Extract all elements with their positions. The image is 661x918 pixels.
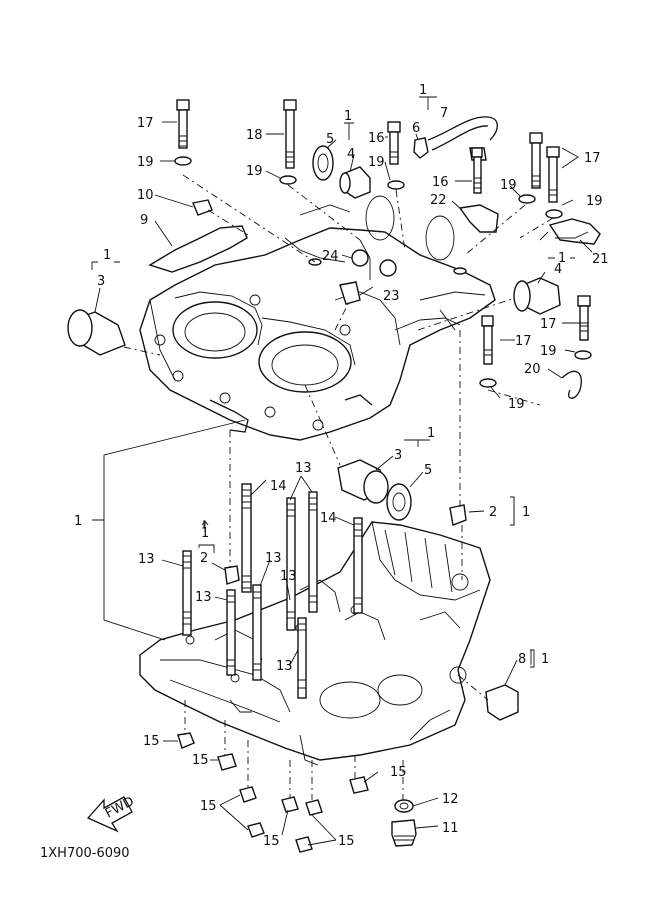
callout-17: 17	[540, 317, 557, 332]
callout-19: 19	[508, 397, 525, 412]
callout-23: 23	[383, 289, 400, 304]
callout-2: 2	[489, 505, 497, 520]
callout-20: 20	[524, 362, 541, 377]
callout-15: 15	[200, 799, 217, 814]
callout-13: 13	[276, 659, 293, 674]
callout-10: 10	[137, 188, 154, 203]
callout-1: 1	[419, 83, 427, 98]
callout-5: 5	[326, 132, 334, 147]
callout-13: 13	[195, 590, 212, 605]
assembly-lines	[123, 174, 554, 800]
callout-6: 6	[412, 121, 420, 136]
callout-19: 19	[586, 194, 603, 209]
callout-5: 5	[424, 463, 432, 478]
fwd-arrow-icon: FWD	[86, 794, 137, 833]
middle-parts	[224, 459, 519, 721]
callout-14: 14	[320, 511, 337, 526]
callout-9: 9	[140, 213, 148, 228]
callout-15: 15	[143, 734, 160, 749]
callout-1: 1	[74, 514, 82, 529]
diagram-code: 1XH700-6090	[40, 846, 130, 861]
bottom-hardware	[177, 732, 417, 853]
callout-15: 15	[390, 765, 407, 780]
callout-2: 2	[200, 551, 208, 566]
callout-21: 21	[592, 252, 609, 267]
leader-lines	[91, 96, 593, 846]
callout-1: 1	[201, 526, 209, 541]
callout-13: 13	[295, 461, 312, 476]
callout-19: 19	[246, 164, 263, 179]
callout-1: 1	[522, 505, 530, 520]
callout-18: 18	[246, 128, 263, 143]
callout-22: 22	[430, 193, 447, 208]
callout-labels: 17 19 18 19 10 9 1 5 4 16 19 1 7 6 16 22…	[40, 83, 609, 861]
callout-13: 13	[280, 569, 297, 584]
callout-1: 1	[541, 652, 549, 667]
up-arrow-icon	[201, 520, 209, 532]
callout-3: 3	[394, 448, 402, 463]
callout-12: 12	[442, 792, 459, 807]
callout-19: 19	[137, 155, 154, 170]
callout-17: 17	[137, 116, 154, 131]
callout-19: 19	[368, 155, 385, 170]
callout-16: 16	[432, 175, 449, 190]
callout-15: 15	[192, 753, 209, 768]
callout-1: 1	[558, 251, 566, 266]
callout-19: 19	[500, 178, 517, 193]
lower-crankcase	[139, 521, 491, 766]
callout-13: 13	[265, 551, 282, 566]
callout-1: 1	[427, 426, 435, 441]
callout-14: 14	[270, 479, 287, 494]
fwd-label: FWD	[103, 794, 137, 821]
callout-11: 11	[442, 821, 459, 836]
callout-24: 24	[322, 249, 339, 264]
callout-3: 3	[97, 274, 105, 289]
callout-7: 7	[440, 106, 448, 121]
callout-17: 17	[515, 334, 532, 349]
callout-8: 8	[518, 652, 526, 667]
callout-16: 16	[368, 131, 385, 146]
callout-15: 15	[338, 834, 355, 849]
upper-crankcase	[139, 195, 496, 441]
group-brackets	[198, 496, 535, 668]
callout-17: 17	[584, 151, 601, 166]
callout-19: 19	[540, 344, 557, 359]
callout-4: 4	[554, 262, 562, 277]
callout-13: 13	[138, 552, 155, 567]
callout-15: 15	[263, 834, 280, 849]
callout-4: 4	[347, 147, 355, 162]
callout-1: 1	[344, 109, 352, 124]
stud-bolts	[182, 483, 363, 699]
callout-1: 1	[103, 248, 111, 263]
